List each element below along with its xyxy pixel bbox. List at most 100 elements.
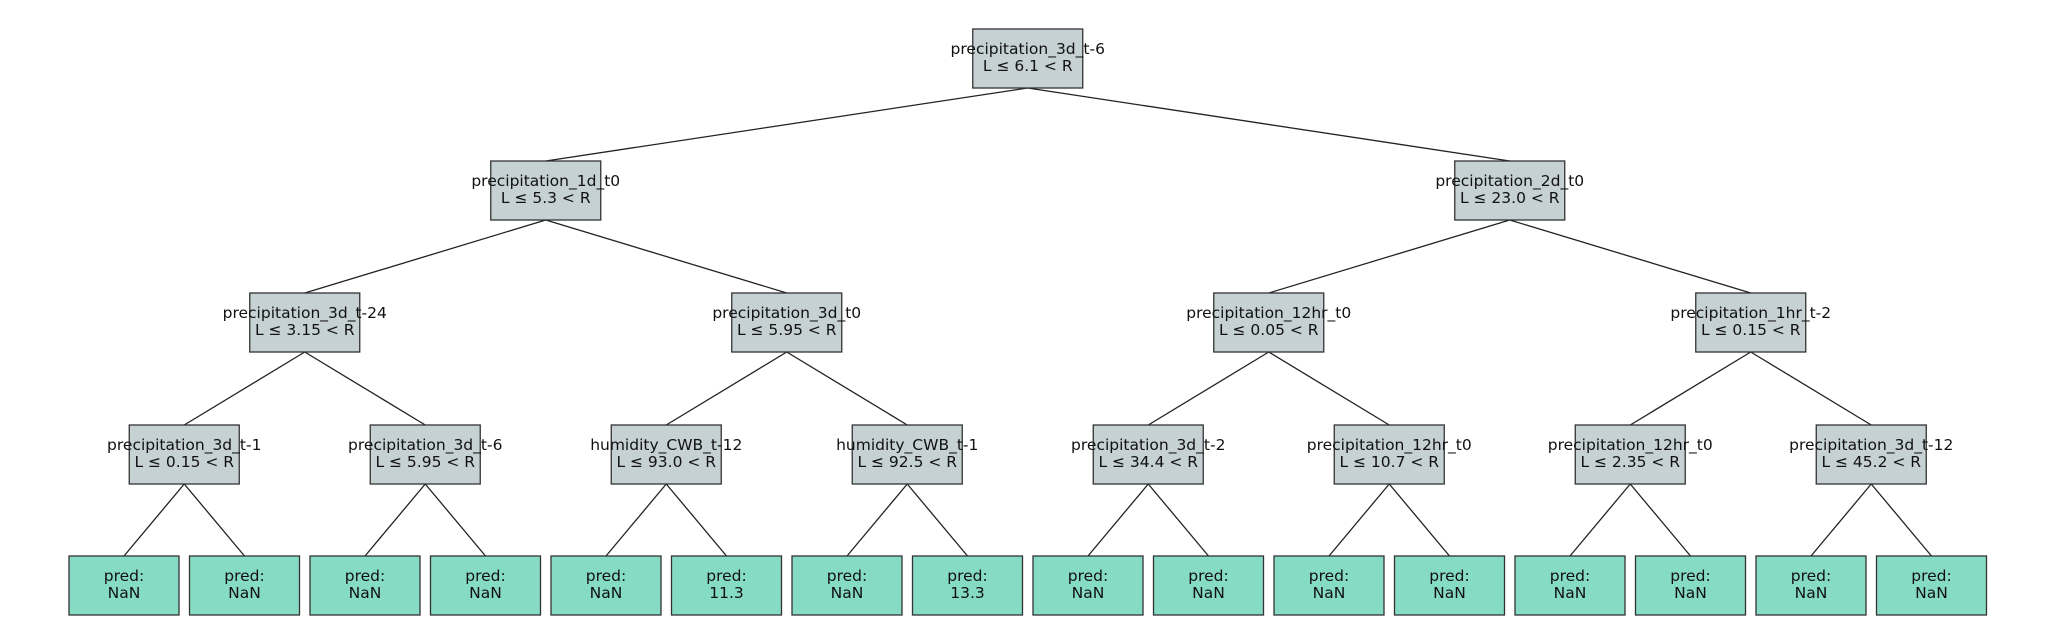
split-rule-label: L ≤ 23.0 < R — [1460, 189, 1560, 207]
leaf-pred-label: pred: — [706, 567, 746, 585]
tree-edge — [424, 483, 486, 557]
leaf-node-box — [1273, 555, 1385, 616]
tree-edge — [665, 483, 727, 557]
split-rule-label: L ≤ 45.2 < R — [1821, 453, 1921, 471]
leaf-node-box — [1393, 555, 1506, 616]
leaf-node-box — [309, 555, 421, 616]
leaf-node: pred:NaN — [309, 555, 421, 616]
split-node-box — [1333, 424, 1445, 485]
tree-edge — [1629, 483, 1691, 557]
split-node-box — [490, 160, 602, 221]
leaf-node: pred:NaN — [1393, 555, 1506, 616]
leaf-node-box — [429, 555, 542, 616]
split-node: humidity_CWB_t-12L ≤ 93.0 < R — [590, 424, 742, 485]
split-node: precipitation_3d_t-6L ≤ 6.1 < R — [951, 28, 1105, 89]
leaf-pred-value: NaN — [1313, 584, 1346, 602]
split-node: precipitation_1d_t0L ≤ 5.3 < R — [471, 160, 620, 221]
leaf-pred-value: NaN — [831, 584, 864, 602]
tree-edge — [304, 219, 546, 294]
leaf-pred-value: NaN — [228, 584, 261, 602]
tree-edge — [1147, 351, 1270, 426]
tree-edge — [183, 351, 306, 426]
split-node-box — [249, 292, 361, 353]
split-node-box — [610, 424, 722, 485]
tree-edge — [364, 483, 426, 557]
leaf-node-box — [188, 555, 301, 616]
leaf-pred-value: NaN — [349, 584, 382, 602]
leaf-node: pred:NaN — [429, 555, 542, 616]
split-node: precipitation_3d_t-2L ≤ 34.4 < R — [1071, 424, 1225, 485]
tree-edge — [846, 483, 908, 557]
split-feature-label: precipitation_1d_t0 — [471, 172, 620, 191]
split-node: precipitation_12hr_t0L ≤ 2.35 < R — [1548, 424, 1713, 485]
split-rule-label: L ≤ 0.15 < R — [1701, 321, 1801, 339]
tree-edge — [1268, 219, 1510, 294]
leaf-pred-label: pred: — [1429, 567, 1469, 585]
leaf-node-box — [1032, 555, 1144, 616]
split-rule-label: L ≤ 5.3 < R — [501, 189, 591, 207]
tree-edge — [545, 87, 1028, 162]
leaf-pred-label: pred: — [1309, 567, 1349, 585]
split-node: precipitation_12hr_t0L ≤ 10.7 < R — [1307, 424, 1472, 485]
leaf-node: pred:11.3 — [670, 555, 783, 616]
tree-edge — [1629, 351, 1752, 426]
leaf-pred-value: NaN — [1674, 584, 1707, 602]
split-feature-label: precipitation_12hr_t0 — [1186, 304, 1351, 323]
leaf-node-box — [1875, 555, 1988, 616]
leaf-node: pred:NaN — [1514, 555, 1626, 616]
leaf-pred-value: NaN — [469, 584, 502, 602]
split-feature-label: precipitation_3d_t0 — [712, 304, 861, 323]
split-node-box — [851, 424, 963, 485]
leaf-pred-label: pred: — [465, 567, 505, 585]
leaf-node: pred:NaN — [1032, 555, 1144, 616]
split-node-box — [972, 28, 1084, 89]
split-rule-label: L ≤ 2.35 < R — [1580, 453, 1680, 471]
split-feature-label: humidity_CWB_t-12 — [590, 436, 742, 455]
split-node-box — [128, 424, 240, 485]
split-rule-label: L ≤ 92.5 < R — [857, 453, 957, 471]
tree-edge — [1087, 483, 1149, 557]
split-node: precipitation_3d_t-1L ≤ 0.15 < R — [107, 424, 261, 485]
leaf-node-box — [1634, 555, 1747, 616]
split-node: precipitation_3d_t-24L ≤ 3.15 < R — [223, 292, 387, 353]
tree-edge — [1509, 219, 1751, 294]
split-rule-label: L ≤ 0.15 < R — [134, 453, 234, 471]
tree-edge — [1569, 483, 1631, 557]
tree-edge — [665, 351, 788, 426]
leaf-node: pred:NaN — [188, 555, 301, 616]
split-feature-label: precipitation_3d_t-1 — [107, 436, 261, 455]
leaf-pred-label: pred: — [104, 567, 144, 585]
split-node: precipitation_1hr_t-2L ≤ 0.15 < R — [1670, 292, 1831, 353]
tree-edge — [605, 483, 667, 557]
leaf-node: pred:13.3 — [911, 555, 1024, 616]
leaf-pred-value: NaN — [1915, 584, 1948, 602]
split-node: precipitation_12hr_t0L ≤ 0.05 < R — [1186, 292, 1351, 353]
leaf-pred-label: pred: — [586, 567, 626, 585]
leaf-node-box — [550, 555, 662, 616]
split-feature-label: precipitation_2d_t0 — [1435, 172, 1584, 191]
tree-edge — [183, 483, 245, 557]
leaf-node-box — [911, 555, 1024, 616]
leaf-pred-label: pred: — [1911, 567, 1951, 585]
leaf-pred-label: pred: — [947, 567, 987, 585]
split-feature-label: precipitation_3d_t-2 — [1071, 436, 1225, 455]
split-feature-label: precipitation_12hr_t0 — [1307, 436, 1472, 455]
leaf-pred-label: pred: — [1188, 567, 1228, 585]
leaf-pred-value: 11.3 — [709, 584, 744, 602]
tree-edge — [1388, 483, 1450, 557]
tree-edges — [123, 87, 1932, 557]
tree-edge — [786, 351, 908, 426]
tree-edge — [1810, 483, 1872, 557]
split-feature-label: precipitation_1hr_t-2 — [1670, 304, 1831, 323]
leaf-pred-label: pred: — [1550, 567, 1590, 585]
tree-nodes: precipitation_3d_t-6L ≤ 6.1 < R precipita… — [68, 28, 1988, 616]
leaf-pred-label: pred: — [1670, 567, 1710, 585]
leaf-pred-value: 13.3 — [950, 584, 985, 602]
split-rule-label: L ≤ 0.05 < R — [1219, 321, 1319, 339]
tree-edge — [1870, 483, 1932, 557]
leaf-node: pred:NaN — [791, 555, 903, 616]
split-node: precipitation_3d_t-6L ≤ 5.95 < R — [348, 424, 502, 485]
leaf-pred-value: NaN — [1433, 584, 1466, 602]
split-rule-label: L ≤ 93.0 < R — [616, 453, 716, 471]
